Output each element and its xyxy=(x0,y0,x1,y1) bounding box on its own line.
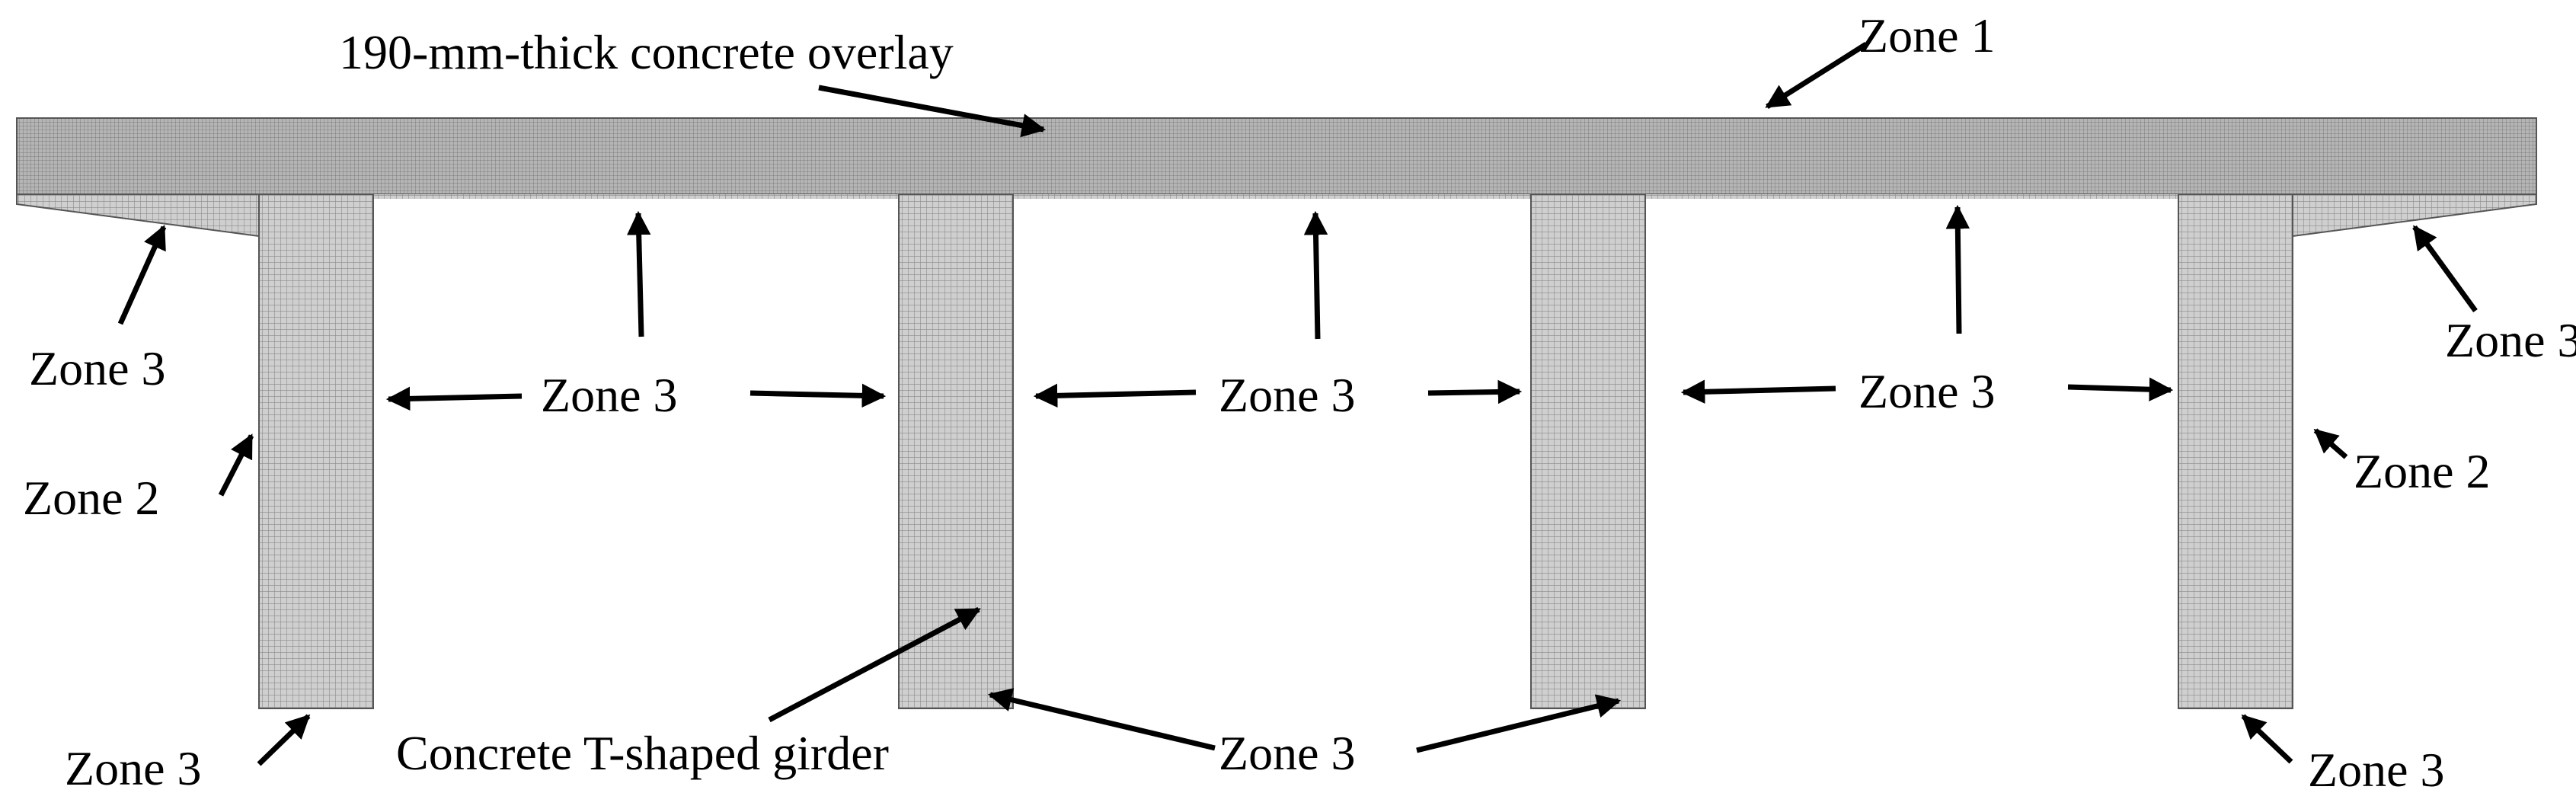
arrow-zone1 xyxy=(1765,42,1868,109)
arrow-zone2-right xyxy=(2313,428,2348,459)
girder-flange-2 xyxy=(1013,194,1531,199)
arrow-zone3-bay1-left xyxy=(385,386,523,411)
arrow-girder xyxy=(768,606,981,723)
arrow-zone3-bay3-up xyxy=(1945,204,1970,334)
label-girder: Concrete T-shaped girder xyxy=(396,726,889,780)
label-zone3-right-bottom: Zone 3 xyxy=(2308,743,2445,797)
label-zone2-left: Zone 2 xyxy=(23,471,160,525)
girder-web-2 xyxy=(898,193,1014,709)
concrete-overlay-slab xyxy=(16,117,2537,195)
arrow-zone3-center-right xyxy=(1416,694,1622,753)
label-zone3-right-cantilever: Zone 3 xyxy=(2445,313,2576,367)
arrow-zone3-bay3-left xyxy=(1680,379,1836,404)
arrow-zone2-left xyxy=(218,433,254,497)
arrow-zone3-left-cantilever xyxy=(117,225,167,325)
arrow-zone3-bay2-up xyxy=(1303,210,1328,340)
label-zone3-bay1: Zone 3 xyxy=(541,368,678,422)
label-zone2-right: Zone 2 xyxy=(2354,444,2491,498)
label-zone3-bay3: Zone 3 xyxy=(1858,364,1996,418)
labels: 190-mm-thick concrete overlay Zone 1 Zon… xyxy=(23,8,2576,797)
girder-web-1 xyxy=(258,193,374,709)
arrows xyxy=(117,42,2478,766)
arrow-zone3-left-bottom xyxy=(257,714,311,766)
label-zone3-center-bottom: Zone 3 xyxy=(1219,726,1356,780)
label-zone3-left-cantilever: Zone 3 xyxy=(29,341,166,395)
girder-web-3 xyxy=(1530,193,1646,709)
arrow-zone3-bay3-right xyxy=(2067,377,2174,401)
girder-flange-3 xyxy=(1645,194,2178,199)
arrow-zone3-bay1-right xyxy=(749,383,887,408)
girder-flange-1 xyxy=(373,194,899,199)
label-overlay: 190-mm-thick concrete overlay xyxy=(339,25,954,79)
girder-web-4 xyxy=(2178,193,2293,709)
arrow-zone3-bay2-right xyxy=(1427,379,1523,404)
arrow-zone3-right-bottom xyxy=(2241,714,2293,764)
arrow-zone3-center-left xyxy=(987,688,1216,751)
label-zone3-left-bottom: Zone 3 xyxy=(65,741,202,795)
label-zone1: Zone 1 xyxy=(1858,8,1996,62)
arrow-overlay xyxy=(818,85,1047,138)
arrow-zone3-right-cantilever xyxy=(2412,225,2478,313)
arrow-zone3-bay2-left xyxy=(1033,383,1197,408)
arrow-zone3-bay1-up xyxy=(626,210,651,337)
label-zone3-bay2: Zone 3 xyxy=(1219,368,1356,422)
